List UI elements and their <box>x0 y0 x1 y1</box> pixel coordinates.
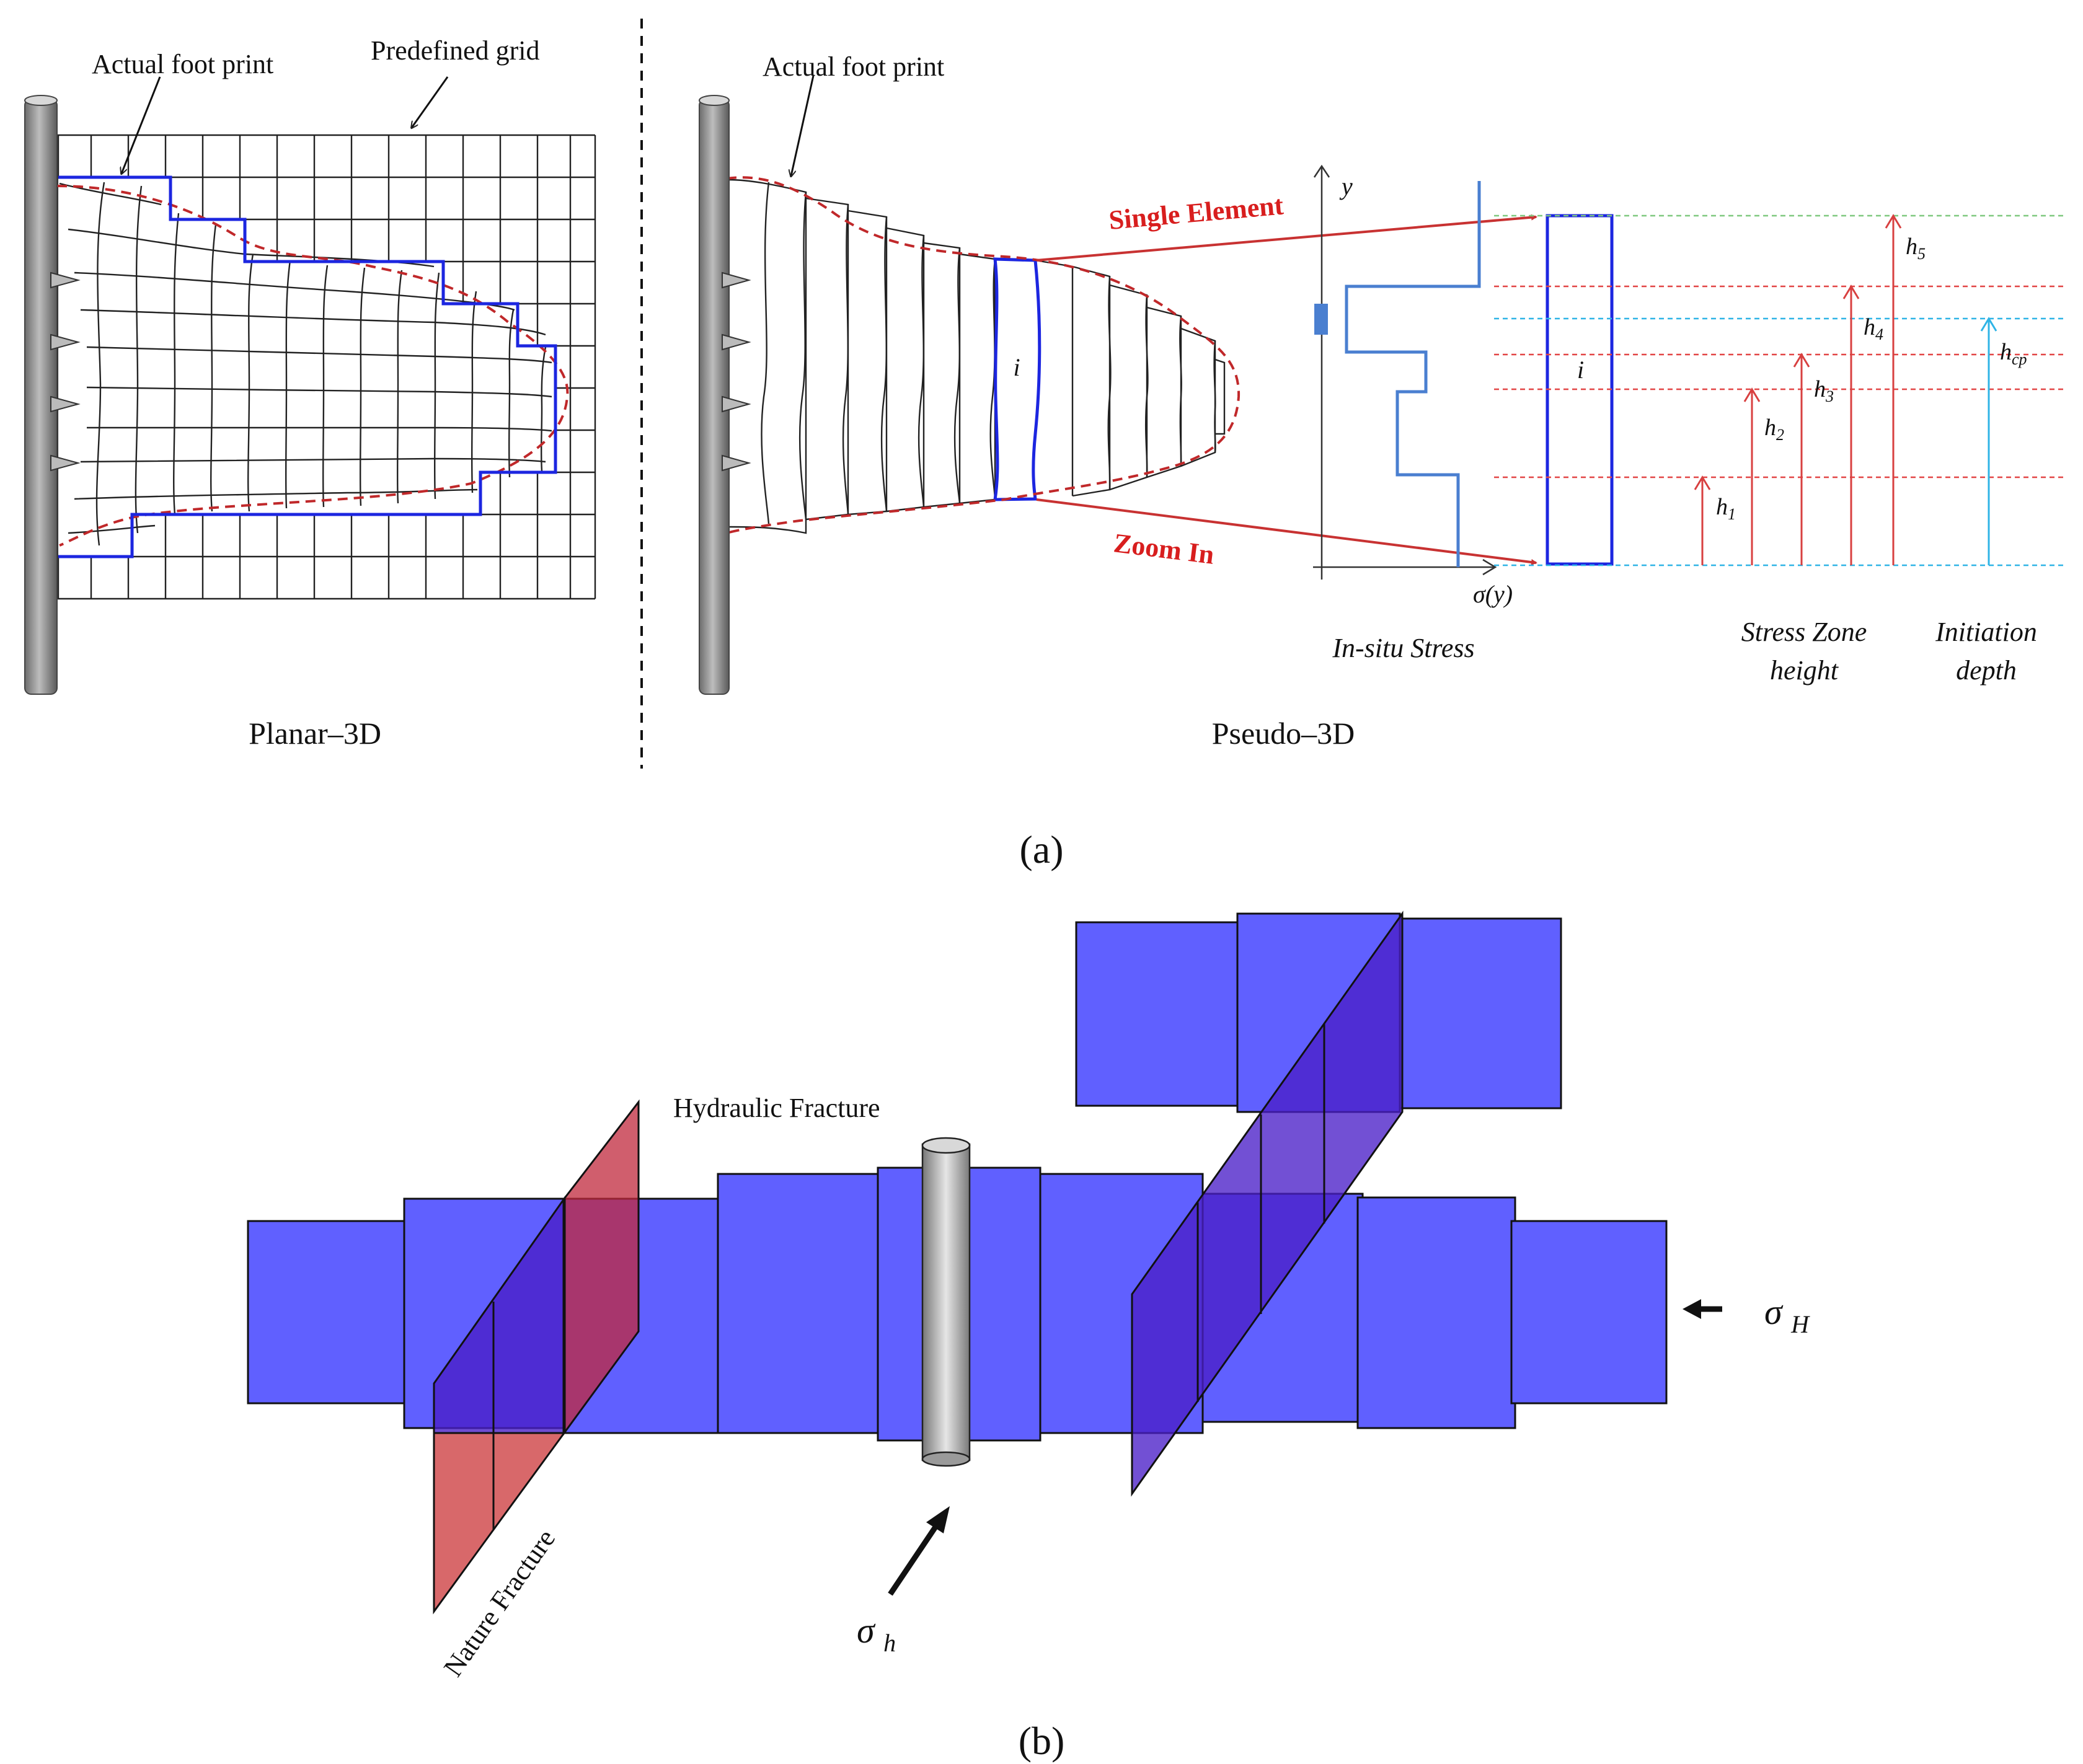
initiation-label-2: depth <box>1956 655 2017 686</box>
planar-wellbore <box>24 95 58 695</box>
predefined-grid-label: Predefined grid <box>371 35 539 66</box>
in-situ-stress-profile <box>1345 181 1481 567</box>
deformed-mesh-area <box>58 177 555 557</box>
element-index-label: i <box>1013 353 1020 381</box>
single-element-highlight <box>993 257 1042 501</box>
h3-label: h3 <box>1814 376 1834 405</box>
planar-3d-panel: Actual foot print Predefined grid Planar… <box>24 35 596 751</box>
block-9 <box>1510 1220 1668 1405</box>
hydraulic-fracture-label: Hydraulic Fracture <box>673 1093 880 1123</box>
zoom-in-arrow <box>1036 498 1537 565</box>
zoom-in-label: Zoom In <box>1112 527 1216 570</box>
wellbore-top <box>921 1137 971 1154</box>
in-situ-stress-label: In-situ Stress <box>1332 633 1474 663</box>
stress-zone-label-2: height <box>1770 655 1839 686</box>
deformed-mesh <box>59 182 552 546</box>
pseudo-wellbore <box>699 95 730 695</box>
single-element-label: Single Element <box>1108 190 1285 236</box>
planar-grid-outline <box>58 175 557 558</box>
zoomed-element-index: i <box>1577 356 1584 384</box>
single-element-arrow <box>1036 214 1537 262</box>
h2-label: h2 <box>1764 415 1784 444</box>
panel-b-tag: (b) <box>1019 1719 1065 1763</box>
h1-label: h1 <box>1716 494 1736 523</box>
initiation-depth-arrow <box>1980 317 1997 565</box>
planar-caption: Planar–3D <box>249 716 381 751</box>
pseudo-3d-panel: i Actual foot print Single Element Zoom … <box>699 51 2063 751</box>
block-4 <box>717 1173 882 1434</box>
wellbore-bottom <box>921 1451 971 1467</box>
upper-block-1 <box>1075 921 1240 1107</box>
h5-label: h5 <box>1906 234 1926 263</box>
sigma-axis-label: σ(y) <box>1473 580 1513 608</box>
pseudo-footprint-label: Actual foot print <box>763 51 944 82</box>
y-axis-label: y <box>1339 172 1353 200</box>
vertical-wellbore <box>921 1143 971 1462</box>
sigma-h-text: σ <box>857 1610 876 1651</box>
hcp-label: hcp <box>2000 339 2027 368</box>
initiation-label-1: Initiation <box>1935 617 2037 647</box>
sigma-h-label: σ h <box>857 1610 896 1657</box>
stress-zone-arrows <box>1694 214 1902 565</box>
stress-zone-label-1: Stress Zone <box>1741 617 1867 647</box>
sigma-H-label: σ H <box>1764 1292 1810 1338</box>
upper-block-3 <box>1397 917 1562 1109</box>
block-1 <box>247 1220 407 1405</box>
sigma-h-arrow <box>888 1506 950 1596</box>
footprint-pointer <box>122 76 161 174</box>
grid-pointer <box>412 76 449 128</box>
stress-profile-axes <box>1313 164 1497 580</box>
block-8 <box>1356 1196 1516 1429</box>
sigma-H-text: σ <box>1764 1292 1784 1332</box>
panel-a-tag: (a) <box>1019 827 1063 871</box>
pseudo-footprint-pointer <box>791 75 815 176</box>
perforation-markers <box>50 271 81 472</box>
height-labels: h1 h2 h3 h4 h5 hcp <box>1716 234 2027 523</box>
initiation-marker <box>1314 304 1328 335</box>
pseudo-elements <box>718 179 1226 534</box>
pseudo-caption: Pseudo–3D <box>1212 716 1355 751</box>
pseudo-perforation-markers <box>722 271 751 472</box>
sigma-H-arrow <box>1683 1299 1722 1319</box>
panel-b <box>247 911 1668 1615</box>
planar-footprint-label: Actual foot print <box>92 49 273 79</box>
pseudo-actual-footprint <box>726 176 1241 534</box>
hydraulic-fracture-right <box>1131 911 1404 1497</box>
